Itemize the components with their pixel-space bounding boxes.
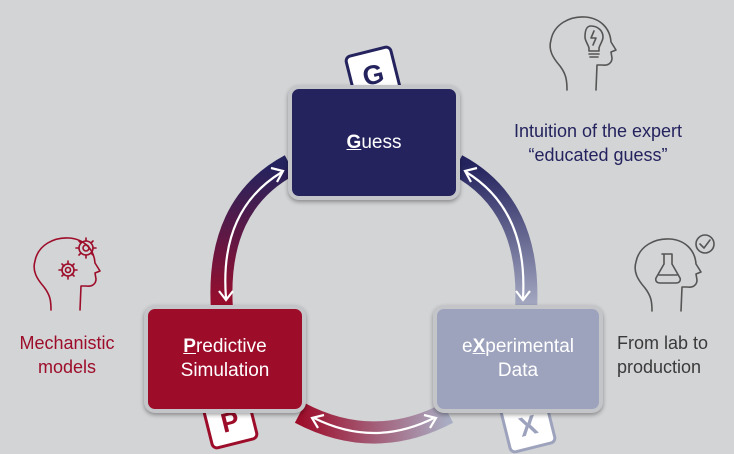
node-guess-rest: uess (361, 131, 402, 153)
head-flask-check-icon (634, 234, 715, 312)
caption-predictive-line2: models (37, 357, 97, 377)
caption-experimental-line1: From lab to (617, 333, 709, 353)
node-predictive-label: Predictive Simulation (181, 335, 270, 383)
arrow-predictive-experimental (310, 413, 438, 435)
arrow-guess-predictive (218, 166, 285, 302)
arrow-guess-experimental (463, 166, 531, 302)
node-experimental-letter: X (472, 336, 486, 357)
node-experimental-prefix: e (462, 336, 473, 357)
node-guess-label: Guess (347, 131, 402, 155)
cycle-arc-left (210, 155, 296, 311)
caption-experimental-line2: production (617, 357, 702, 377)
head-lightbulb-icon (549, 16, 617, 91)
caption-guess-line2: “educated guess” (528, 145, 668, 165)
node-experimental-rest: perimental (485, 336, 574, 357)
node-guess: Guess (288, 85, 460, 200)
node-experimental-data: eXperimental Data (433, 305, 603, 413)
node-guess-letter: G (346, 131, 362, 153)
caption-guess: Intuition of the expert “educated guess” (478, 119, 718, 167)
node-predictive-simulation: Predictive Simulation (144, 305, 306, 413)
caption-guess-line1: Intuition of the expert (513, 121, 683, 141)
caption-predictive: Mechanistic models (0, 331, 134, 379)
node-experimental-label: eXperimental Data (462, 335, 574, 383)
caption-predictive-line1: Mechanistic (19, 333, 115, 353)
node-predictive-rest: redictive (195, 336, 267, 357)
head-gears-icon (33, 237, 101, 311)
node-predictive-line2: Simulation (180, 360, 270, 381)
caption-experimental: From lab to production (617, 331, 734, 379)
node-predictive-letter: P (183, 336, 196, 357)
node-experimental-line2: Data (497, 360, 539, 381)
